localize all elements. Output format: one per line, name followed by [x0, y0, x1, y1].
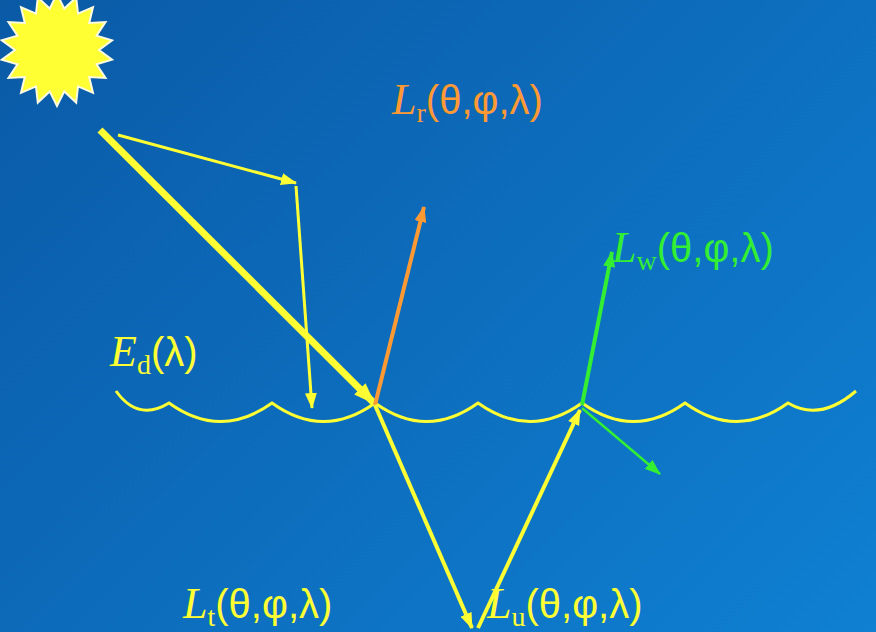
radiometric-label: Lu(θ,φ,λ) [487, 582, 643, 626]
internal-reflected-ray [582, 408, 660, 474]
radiometric-label: Ed(λ) [110, 330, 198, 374]
quantity-arguments: (λ) [151, 330, 198, 374]
transmitted-ray [375, 405, 472, 628]
quantity-symbol: E [110, 327, 137, 376]
quantity-symbol: L [183, 579, 207, 628]
water-surface [116, 391, 856, 422]
direct-beam [100, 130, 374, 403]
diffuse-ray [296, 186, 312, 408]
quantity-symbol: L [612, 223, 636, 272]
quantity-subscript: r [416, 97, 425, 128]
quantity-arguments: (θ,φ,λ) [525, 582, 642, 626]
reflected-ray [375, 207, 424, 405]
quantity-subscript: u [511, 601, 525, 632]
radiometric-label: Lw(θ,φ,λ) [612, 226, 774, 270]
quantity-arguments: (θ,φ,λ) [426, 78, 543, 122]
quantity-symbol: L [392, 75, 416, 124]
sun-symbol [2, 0, 112, 106]
quantity-symbol: L [487, 579, 511, 628]
quantity-subscript: t [207, 601, 215, 632]
quantity-arguments: (θ,φ,λ) [657, 226, 774, 270]
radiometric-label: Lr(θ,φ,λ) [392, 78, 543, 122]
radiometric-label: Lt(θ,φ,λ) [183, 582, 332, 626]
quantity-subscript: w [636, 245, 656, 276]
quantity-subscript: d [137, 349, 151, 380]
water-leaving-ray [582, 252, 612, 405]
quantity-arguments: (θ,φ,λ) [215, 582, 332, 626]
